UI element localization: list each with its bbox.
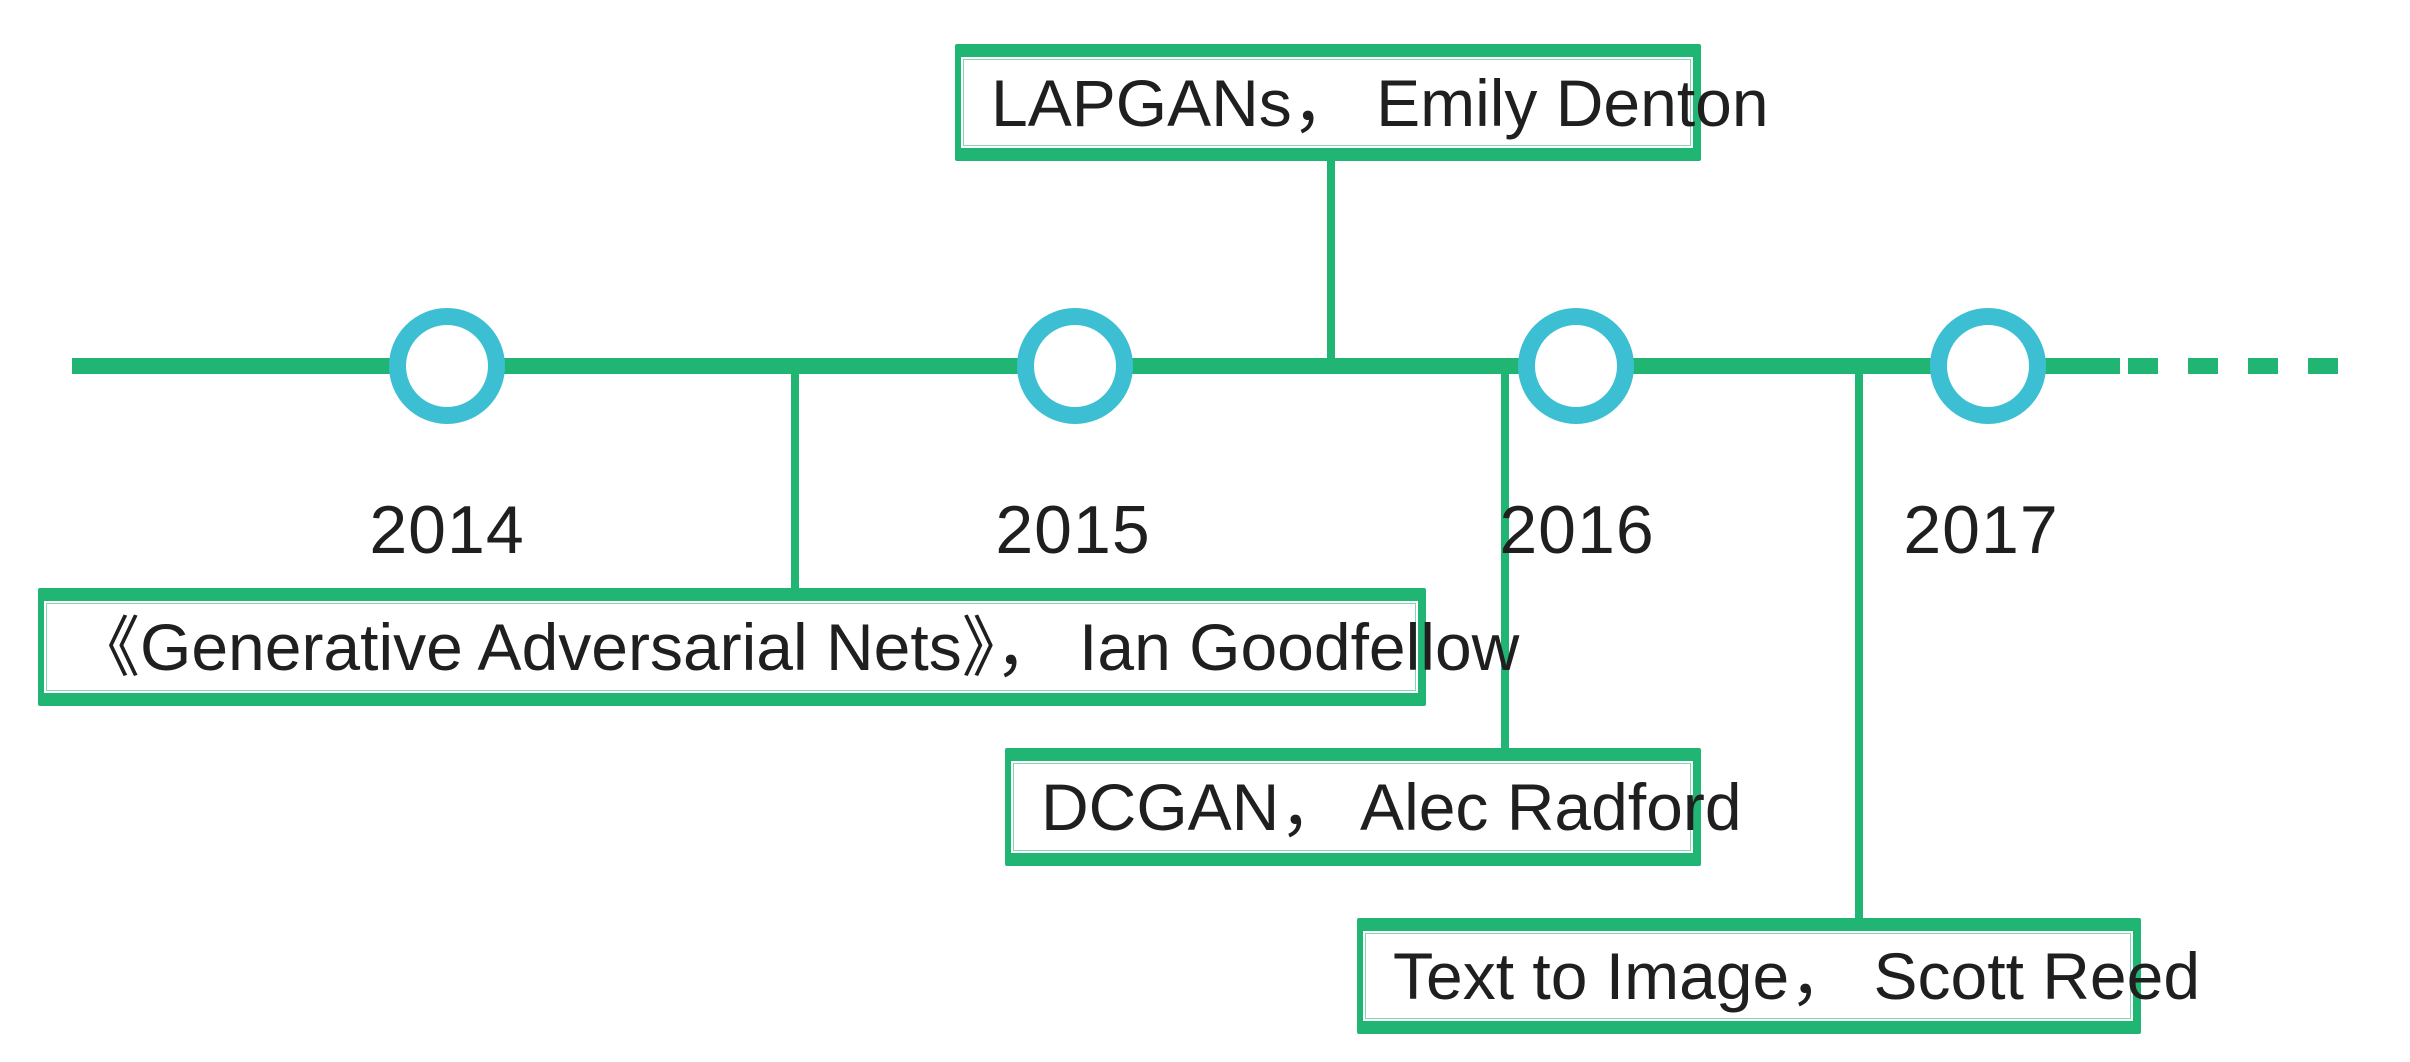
connector-gan-paper	[791, 372, 799, 594]
connector-dcgan	[1501, 372, 1509, 752]
year-label-2014: 2014	[369, 492, 525, 568]
connector-text-to-image	[1855, 372, 1863, 922]
event-label-dcgan: DCGAN， Alec Radford	[1041, 770, 1742, 844]
event-box-dcgan: DCGAN， Alec Radford	[1005, 748, 1742, 866]
event-box-text-to-image: Text to Image， Scott Reed	[1357, 918, 2200, 1034]
timeline-axis-dash	[2308, 358, 2338, 374]
timeline-axis-dash	[2188, 358, 2218, 374]
connector-lapgans	[1327, 158, 1335, 362]
timeline-axis-dash	[2128, 358, 2158, 374]
year-label-2015: 2015	[995, 492, 1151, 568]
event-label-text-to-image: Text to Image， Scott Reed	[1393, 939, 2201, 1013]
timeline-node-2016-icon	[1518, 308, 1634, 424]
year-label-2016: 2016	[1499, 492, 1655, 568]
event-box-gan-paper: 《Generative Adversarial Nets》， Ian Goodf…	[38, 588, 1519, 706]
event-label-gan-paper: 《Generative Adversarial Nets》， Ian Goodf…	[74, 610, 1520, 684]
year-label-2017: 2017	[1903, 492, 2059, 568]
timeline-node-2017-icon	[1930, 308, 2046, 424]
event-box-lapgans: LAPGANs， Emily Denton	[955, 44, 1769, 161]
timeline-node-2015-icon	[1017, 308, 1133, 424]
timeline-node-2014-icon	[389, 308, 505, 424]
event-label-lapgans: LAPGANs， Emily Denton	[991, 65, 1769, 140]
timeline-axis-dash	[2248, 358, 2278, 374]
